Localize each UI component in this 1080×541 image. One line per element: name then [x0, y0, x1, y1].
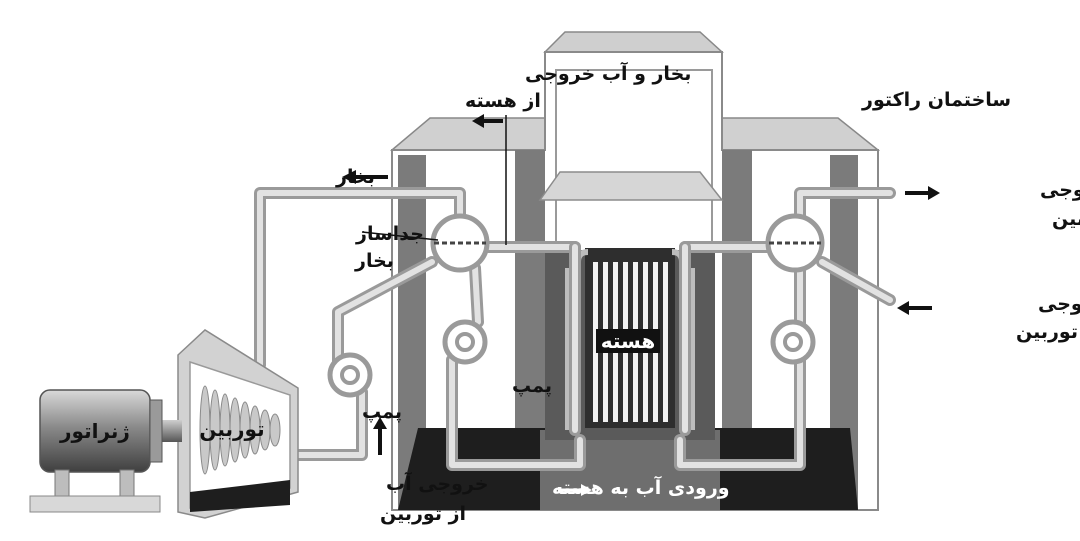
label-water-out-turbine-right-1: آب خروجی [1038, 291, 1080, 315]
label-steam-water-out-core-2: از هسته [465, 90, 541, 112]
label-pump-inner: پمپ [512, 375, 552, 397]
label-pump-outer: پمپ [362, 401, 402, 423]
label-steam-water-out-core-1: بخار و آب خروجی [525, 61, 691, 85]
annotations [342, 114, 940, 496]
label-steam: بخار [335, 166, 375, 188]
label-water-out-turbine-right-2: از توربین [1016, 321, 1080, 343]
steam-separator-left [430, 213, 490, 273]
turbine-label: توربین [199, 417, 264, 441]
reactor-core: هسته [565, 248, 695, 430]
pump-inner-right [770, 319, 816, 365]
steam-separator-right [765, 213, 825, 273]
label-steam-out-turbine-1: بخار خروجی [1040, 179, 1080, 201]
label-steam-separator-1: جداساز [355, 223, 424, 245]
label-reactor-building: ساختمان راکتور [861, 89, 1011, 111]
label-water-out-turbine-left-1: خروجی آب [386, 471, 488, 495]
label-steam-out-turbine-2: به سمت توربین [1052, 208, 1080, 230]
turbine: توربین [177, 329, 299, 519]
label-water-out-turbine-left-2: از توربین [380, 503, 466, 525]
pump-inner-left [442, 319, 488, 365]
pipe-network [254, 187, 896, 471]
generator: ژنراتور [29, 389, 182, 513]
core-label: هسته [601, 329, 656, 353]
label-steam-separator-2: بخار [354, 250, 394, 272]
pump-outer [327, 352, 373, 398]
label-water-inlet-core: ورودی آب به هسته [552, 475, 730, 499]
labels: بخار و آب خروجی از هسته ساختمان راکتور ب… [335, 61, 1080, 525]
generator-label: ژنراتور [59, 419, 130, 443]
